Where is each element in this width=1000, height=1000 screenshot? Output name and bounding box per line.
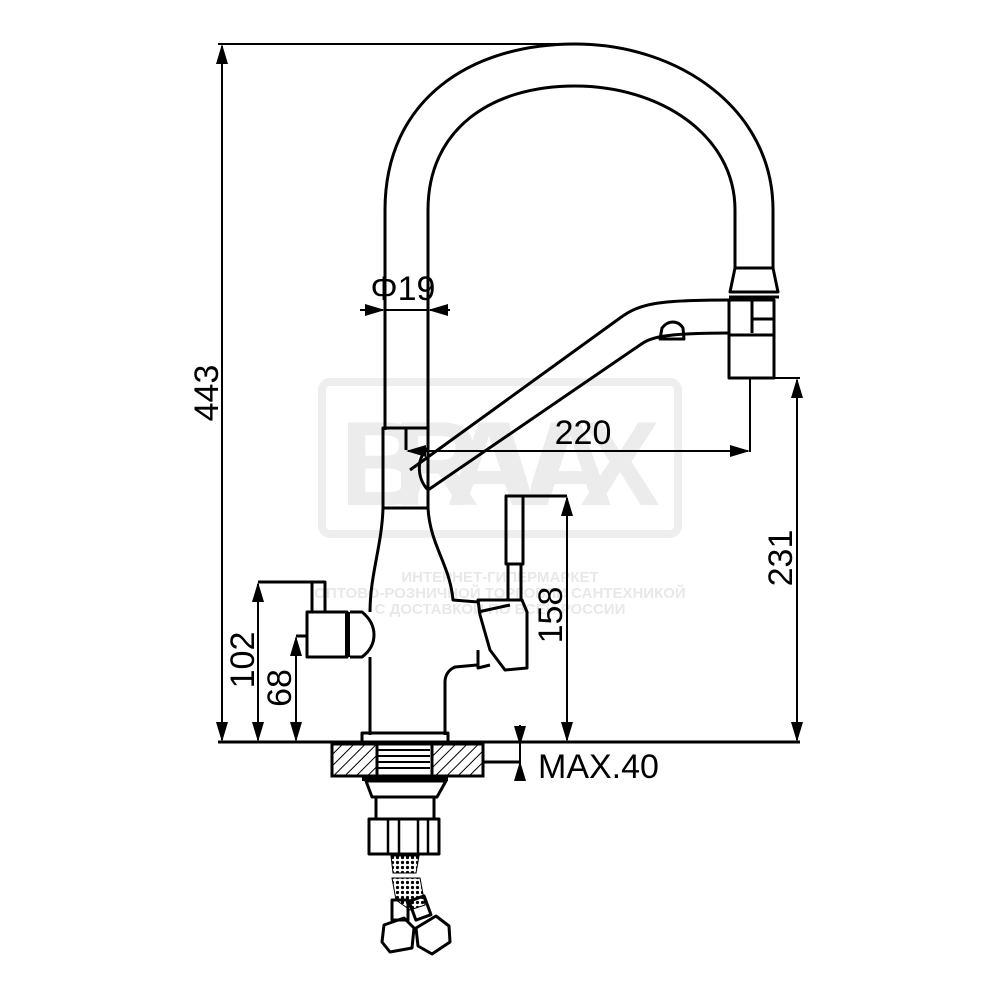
mixer-lever: [476, 494, 567, 672]
dim-max-deck-thickness: MAX.40: [538, 748, 659, 786]
watermark-line1: ИНТЕРНЕТ-ГИПЕРМАРКЕТ: [401, 569, 598, 586]
spout-outlet: [727, 266, 780, 380]
dim-spout-height: 231: [762, 530, 800, 587]
faucet-body: [368, 426, 479, 735]
filter-spout: [409, 298, 730, 492]
watermark-brand: BRAVAX: [340, 397, 660, 531]
watermark: BRAVAX ИНТЕРНЕТ-ГИПЕРМАРКЕТ ОПТОВО-РОЗНИ…: [314, 378, 686, 618]
dim-spout-reach: 220: [555, 414, 612, 452]
dim-filter-knob-height: 102: [224, 632, 262, 689]
supply-hoses: [380, 855, 452, 956]
mounting-base: [218, 731, 800, 856]
dimensions: [216, 43, 803, 781]
watermark-line3: С ДОСТАВКОЙ ПО ВСЕЙ РОССИИ: [375, 600, 626, 618]
dim-total-height: 443: [188, 365, 226, 422]
gooseneck-hose: [383, 42, 775, 430]
filter-handle: [258, 580, 376, 659]
dim-lever-height: 158: [532, 587, 570, 644]
dim-pipe-diameter: Φ19: [371, 270, 436, 308]
watermark-line2: ОПТОВО-РОЗНИЧНОЙ ТОРГОВЛИ САНТЕХНИКОЙ: [314, 584, 685, 602]
dim-filter-handle-height: 68: [261, 669, 299, 707]
